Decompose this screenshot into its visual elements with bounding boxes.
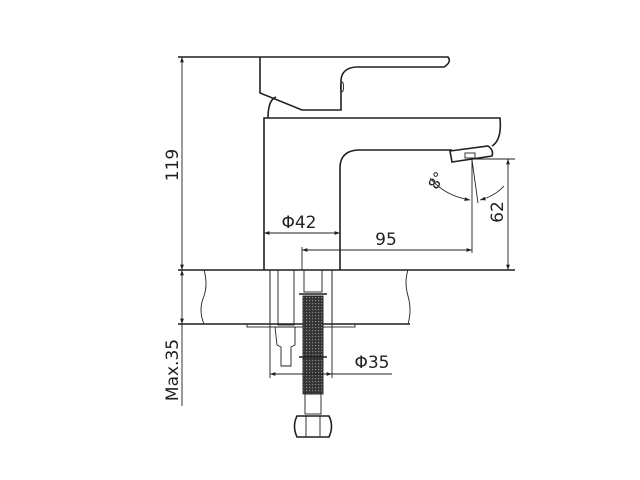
dimension-max35: Max.35 — [163, 270, 184, 406]
dimension-label: 62 — [488, 201, 508, 223]
aerator — [449, 145, 494, 163]
dimension-label: Φ42 — [281, 213, 316, 233]
dimension-phi42: Φ42 — [264, 213, 340, 235]
supply-hose — [293, 269, 333, 438]
dimension-phi35: Φ35 — [270, 353, 392, 376]
dimension-label: 119 — [163, 149, 183, 181]
angle-label: 8° — [425, 169, 449, 193]
hex-nut — [293, 415, 333, 438]
dimension-62: 62 — [470, 158, 515, 270]
dimension-label: 95 — [375, 230, 397, 250]
mounting-stud — [269, 269, 333, 378]
faucet-body — [263, 117, 502, 270]
dimension-label: Φ35 — [354, 353, 389, 373]
dimension-angle: 8° — [425, 159, 505, 204]
dimension-95: 95 — [301, 159, 473, 270]
dimension-label: Max.35 — [163, 339, 183, 401]
faucet-handle — [178, 56, 451, 119]
dimension-119: 119 — [163, 57, 184, 270]
